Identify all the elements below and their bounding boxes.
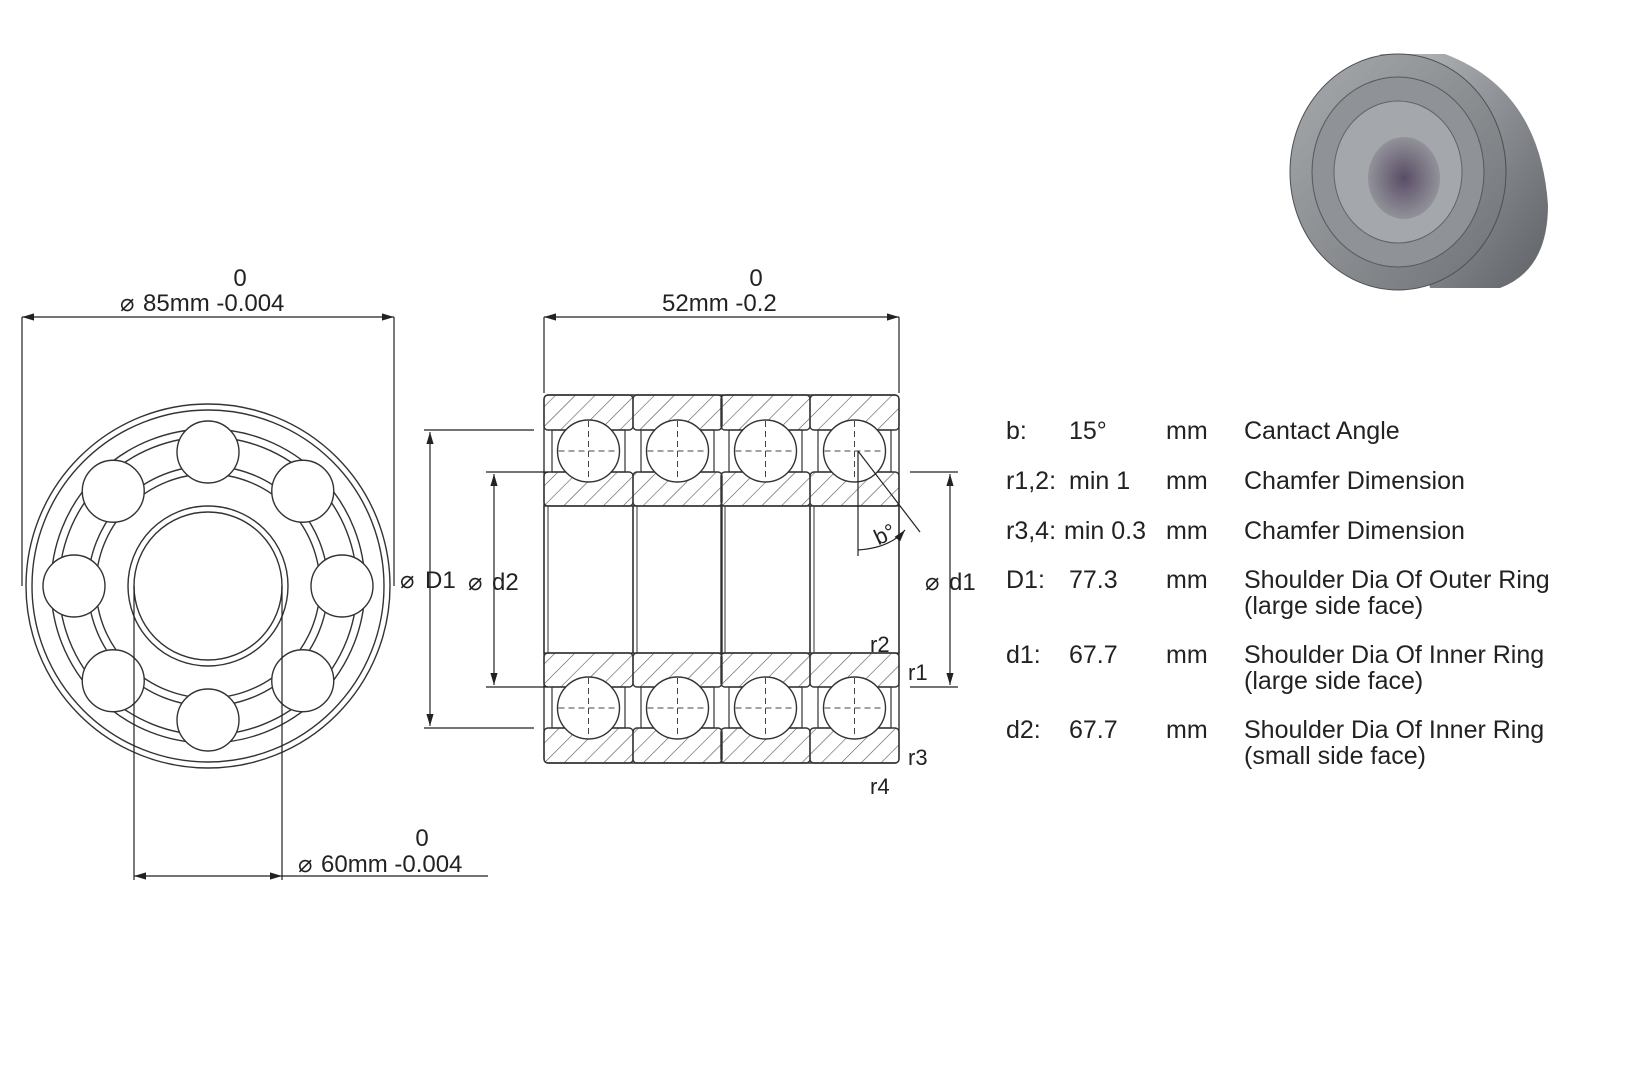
spec-key: d2: xyxy=(1006,716,1041,744)
spec-description: Chamfer Dimension xyxy=(1244,517,1465,545)
spec-unit: mm xyxy=(1166,467,1208,495)
outer-ring-outline xyxy=(25,403,391,769)
ball xyxy=(176,420,240,484)
ball xyxy=(176,688,240,752)
front-view xyxy=(25,403,391,769)
contact-angle-label: b° xyxy=(870,518,900,550)
spec-value: 67.7 xyxy=(1069,641,1118,669)
bearing-row-section xyxy=(809,394,900,764)
spec-key: r1,2: xyxy=(1006,467,1057,495)
bearing-row-section xyxy=(543,394,634,764)
spec-value: min 0.3 xyxy=(1064,517,1146,545)
spec-key: d1: xyxy=(1006,641,1041,669)
bearing-row-section xyxy=(720,394,811,764)
spec-unit: mm xyxy=(1166,566,1208,594)
spec-description: Shoulder Dia Of Inner Ring xyxy=(1244,641,1545,669)
spec-value: 67.7 xyxy=(1069,716,1118,744)
outer-dia-label: 85mm -0.004 xyxy=(143,290,284,317)
d1-symbol: ⌀ xyxy=(925,569,939,596)
spec-value: 77.3 xyxy=(1069,566,1118,594)
ball-set xyxy=(42,420,374,752)
spec-unit: mm xyxy=(1166,641,1208,669)
d1-label: d1 xyxy=(949,569,976,596)
d2-label: d2 xyxy=(492,569,519,596)
spec-value: min 1 xyxy=(1069,467,1131,495)
spec-unit: mm xyxy=(1166,417,1208,445)
r3-label: r3 xyxy=(908,745,928,770)
spec-description: Shoulder Dia Of Inner Ring xyxy=(1244,716,1545,744)
width-label: 52mm -0.2 xyxy=(662,290,777,317)
spec-value: 15° xyxy=(1069,417,1107,445)
dimension-lines xyxy=(21,313,958,880)
inner-dia-tolerance-upper: 0 xyxy=(415,825,428,852)
bearing-3d-render xyxy=(1289,53,1548,291)
bore-section xyxy=(632,505,723,654)
section-view xyxy=(543,394,900,764)
spec-description-note: (small side face) xyxy=(1244,742,1426,770)
ball xyxy=(81,649,145,713)
bore-outline xyxy=(133,511,283,661)
d2-symbol: ⌀ xyxy=(468,569,482,596)
ball xyxy=(271,459,335,523)
inner-ring-outline xyxy=(127,505,289,667)
section-outline xyxy=(543,394,900,764)
spec-description: Chamfer Dimension xyxy=(1244,467,1465,495)
spec-description-note: (large side face) xyxy=(1244,667,1424,695)
D1-symbol: ⌀ xyxy=(400,567,414,594)
spec-description: Cantact Angle xyxy=(1244,417,1400,445)
bore-section xyxy=(543,505,634,654)
spec-unit: mm xyxy=(1166,716,1208,744)
outer-dia-tolerance-upper: 0 xyxy=(233,265,246,292)
inner-dia-symbol: ⌀ xyxy=(298,851,312,878)
ball xyxy=(42,554,106,618)
D1-label: D1 xyxy=(425,567,456,594)
spec-key: D1: xyxy=(1006,566,1045,594)
ball xyxy=(81,459,145,523)
width-tolerance-upper: 0 xyxy=(749,265,762,292)
spec-description-note: (large side face) xyxy=(1244,592,1424,620)
bearing-row-section xyxy=(632,394,723,764)
r2-label: r2 xyxy=(870,632,890,657)
spec-description: Shoulder Dia Of Outer Ring xyxy=(1244,566,1550,594)
spec-key: b: xyxy=(1006,417,1027,445)
bore-section xyxy=(720,505,811,654)
spec-key: r3,4: xyxy=(1006,517,1057,545)
r1-label: r1 xyxy=(908,660,928,685)
outer-dia-symbol: ⌀ xyxy=(120,290,134,317)
r4-label: r4 xyxy=(870,774,890,799)
ball xyxy=(310,554,374,618)
ball xyxy=(271,649,335,713)
inner-dia-label: 60mm -0.004 xyxy=(321,851,462,878)
spec-unit: mm xyxy=(1166,517,1208,545)
